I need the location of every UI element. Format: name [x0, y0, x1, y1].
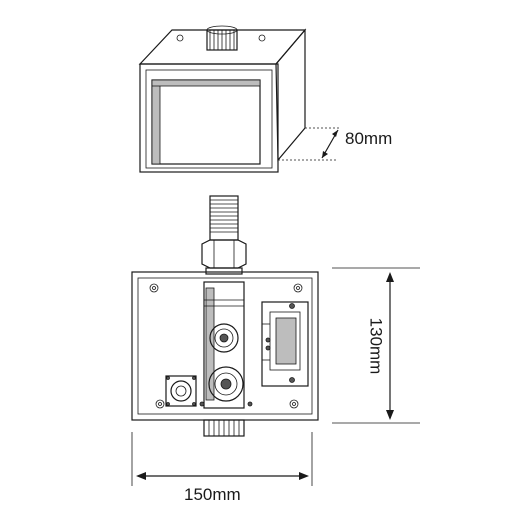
- hardware-dot: [247, 401, 253, 407]
- box-front-face: [139, 63, 279, 173]
- panel-shadow-left: [151, 79, 161, 165]
- solenoid-block: [261, 301, 309, 387]
- box-front-frame: [145, 69, 273, 169]
- outlet-fitting: [203, 419, 245, 437]
- box-side-face: [275, 28, 306, 162]
- cable-gland: [165, 375, 197, 407]
- depth-dimension: [278, 127, 340, 161]
- width-dimension: [131, 432, 313, 486]
- valve-body: [203, 281, 245, 409]
- width-label: 150mm: [184, 485, 241, 504]
- screw-top-left: [176, 34, 184, 42]
- screw-top-right: [258, 34, 266, 42]
- box-front-panel: [151, 79, 261, 165]
- height-label: 130mm: [366, 317, 386, 375]
- isometric-view: [138, 25, 340, 173]
- hardware-dot: [199, 401, 205, 407]
- depth-label: 80mm: [345, 129, 393, 148]
- panel-shadow-top: [151, 79, 261, 87]
- housing-inner: [137, 277, 313, 415]
- top-thread-fitting: [206, 25, 238, 51]
- front-view: [131, 195, 420, 486]
- corner-screws: [149, 283, 303, 409]
- inlet-fitting: [201, 195, 247, 275]
- height-dimension: [332, 267, 420, 424]
